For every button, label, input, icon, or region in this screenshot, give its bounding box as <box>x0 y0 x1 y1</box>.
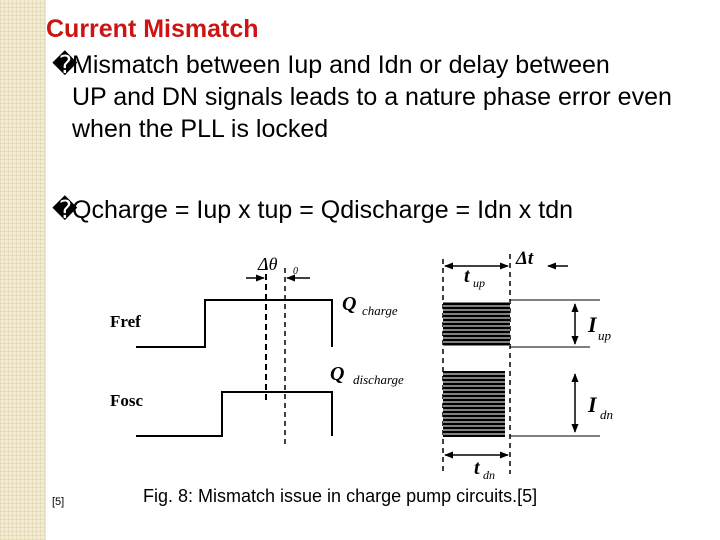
tdn-label: t <box>474 457 481 479</box>
bullet-equation-text: Qcharge = Iup x tup = Qdischarge = Idn x… <box>72 196 574 224</box>
bullet-marker-icon: � <box>52 196 78 224</box>
q-discharge-subscript: discharge <box>353 372 404 387</box>
iup-label: I <box>587 312 598 337</box>
fref-waveform <box>136 299 333 348</box>
fref-label: Fref <box>110 312 141 331</box>
theta-subscript: 0 <box>293 266 298 277</box>
charge-pump-mismatch-figure: Fref Fosc Δθ 0 Q charge Q discharge t up… <box>110 248 613 482</box>
tdn-subscript: dn <box>483 468 495 482</box>
bullet-line-rest: UP and DN signals leads to a nature phas… <box>72 83 672 143</box>
q-charge-symbol: Q <box>342 293 356 315</box>
delta-t-label: Δt <box>515 248 534 269</box>
idn-label: I <box>587 392 598 417</box>
q-charge-subscript: charge <box>362 303 398 318</box>
fosc-label: Fosc <box>110 391 144 410</box>
decorative-side-band <box>0 0 46 540</box>
idn-subscript: dn <box>600 407 613 422</box>
fosc-waveform <box>136 391 333 437</box>
delta-theta-label: Δθ <box>257 254 278 274</box>
bullet-mismatch: �Mismatch between Iup and Idn or delay b… <box>52 49 692 145</box>
discharge-block <box>443 371 505 437</box>
bullet-line-1: Mismatch between Iup and Idn or delay be… <box>72 51 610 79</box>
figure-caption: Fig. 8: Mismatch issue in charge pump ci… <box>143 486 538 506</box>
charge-block <box>443 302 510 346</box>
tup-label: t <box>464 265 471 287</box>
bullet-charge-equation: �Qcharge = Iup x tup = Qdischarge = Idn … <box>52 194 573 226</box>
iup-subscript: up <box>598 328 612 343</box>
tup-subscript: up <box>473 276 485 290</box>
slide-title: Current Mismatch <box>46 15 259 43</box>
q-discharge-symbol: Q <box>330 363 344 385</box>
bullet-marker-icon: � <box>52 51 78 79</box>
reference-tag: [5] <box>52 496 65 508</box>
